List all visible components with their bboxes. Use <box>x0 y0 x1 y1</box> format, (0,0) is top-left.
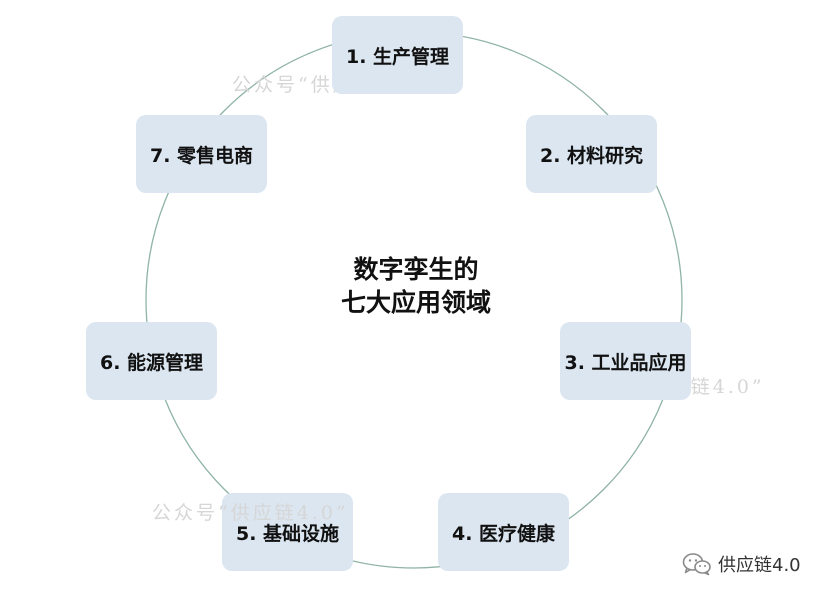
node-retail-ecommerce: 7. 零售电商 <box>136 115 267 193</box>
brand-badge: 供应链4.0 <box>682 551 801 577</box>
node-energy-management: 6. 能源管理 <box>86 322 217 400</box>
wechat-icon <box>682 553 711 576</box>
node-healthcare: 4. 医疗健康 <box>438 493 569 571</box>
node-label: 3. 工业品应用 <box>564 351 687 374</box>
node-label: 4. 医疗健康 <box>451 522 556 545</box>
node-infrastructure: 5. 基础设施 <box>222 493 353 571</box>
node-label: 7. 零售电商 <box>149 144 254 167</box>
node-industrial-products: 3. 工业品应用 <box>560 322 691 400</box>
node-label: 1. 生产管理 <box>345 45 450 68</box>
node-label: 5. 基础设施 <box>235 522 340 545</box>
node-production-management: 1. 生产管理 <box>332 16 463 94</box>
node-label: 2. 材料研究 <box>539 144 644 167</box>
watermark-text: 公众号“供应链4.0” <box>152 502 349 524</box>
node-label: 6. 能源管理 <box>99 351 204 374</box>
node-materials-research: 2. 材料研究 <box>526 115 657 193</box>
center-title-line2: 七大应用领域 <box>340 288 491 317</box>
center-title-line1: 数字孪生的 <box>353 255 479 284</box>
brand-name: 供应链4.0 <box>718 555 801 576</box>
center-title: 数字孪生的 七大应用领域 <box>300 253 532 319</box>
